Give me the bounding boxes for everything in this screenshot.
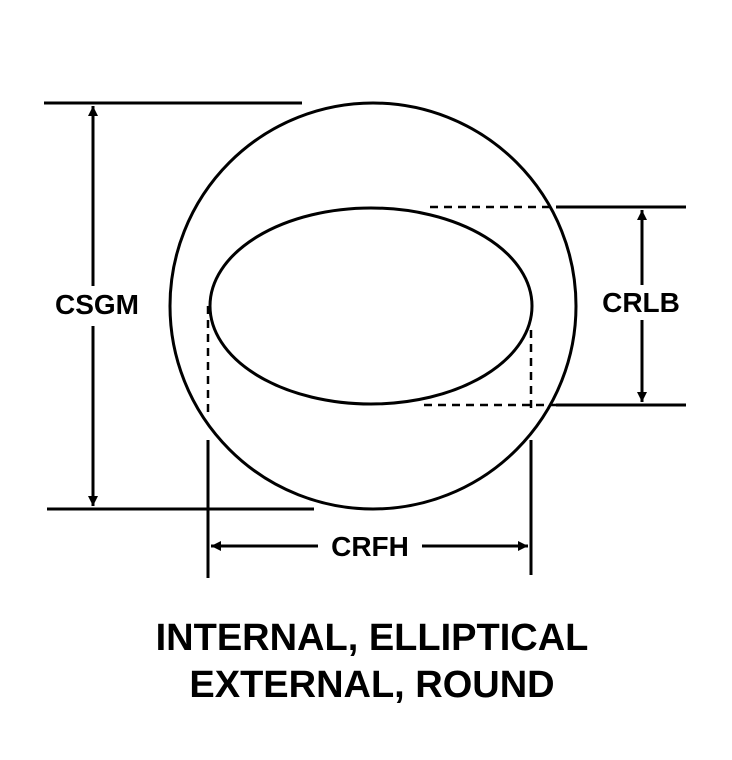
inner-ellipse bbox=[208, 206, 534, 406]
crfh-label: CRFH bbox=[331, 531, 409, 562]
csgm-label: CSGM bbox=[55, 289, 139, 320]
caption-line-1: INTERNAL, ELLIPTICAL bbox=[156, 617, 589, 659]
outer-circle bbox=[168, 101, 578, 511]
caption-line-2: EXTERNAL, ROUND bbox=[189, 664, 554, 706]
crlb-label: CRLB bbox=[602, 287, 680, 318]
